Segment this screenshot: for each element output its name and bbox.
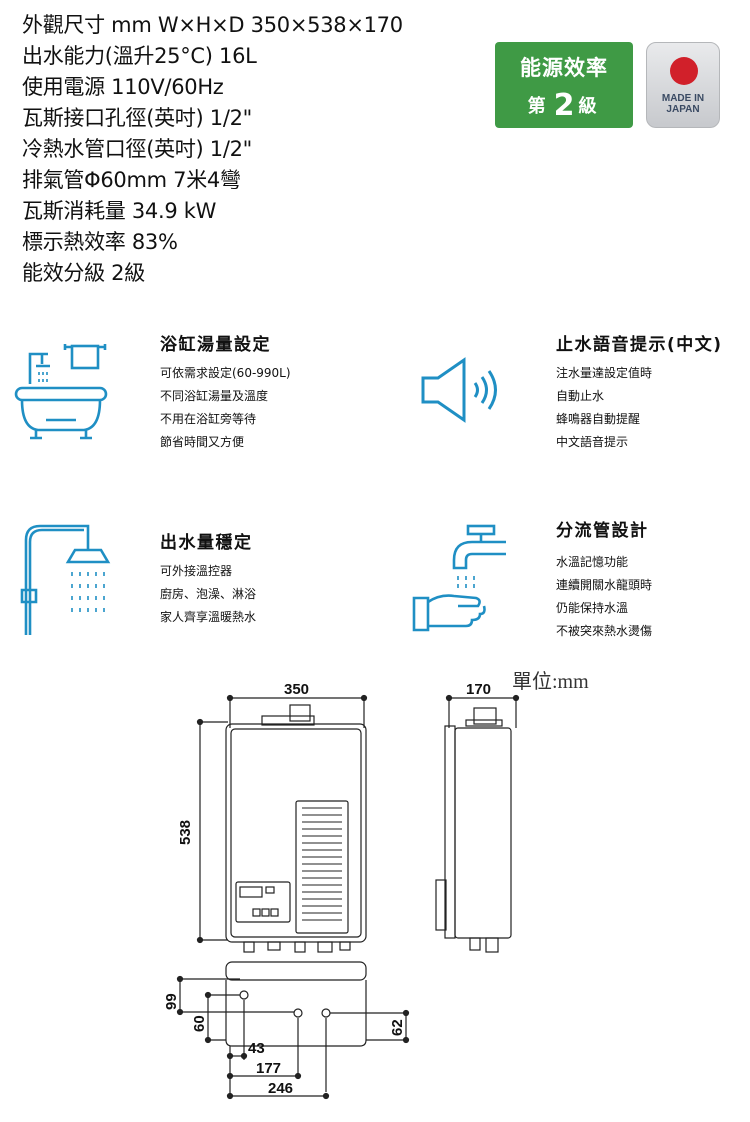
bathtub-icon bbox=[14, 344, 108, 440]
spec-grade: 能效分級 2級 bbox=[22, 261, 145, 285]
feature-line: 不被突來熱水燙傷 bbox=[556, 624, 653, 638]
feature-line: 家人齊享溫暖熱水 bbox=[160, 610, 257, 624]
faucet-hand-icon bbox=[412, 524, 506, 632]
feature-line: 不同浴缸湯量及溫度 bbox=[160, 389, 269, 403]
feature-title-bathtub: 浴缸湯量設定 bbox=[160, 335, 271, 355]
dimension-drawing: 350 170 538 99 60 62 43 177 246 bbox=[163, 681, 520, 1100]
dim-246: 246 bbox=[268, 1080, 293, 1097]
spec-dimensions: 外觀尺寸 mm W×H×D 350×538×170 bbox=[22, 13, 403, 37]
feature-line: 自動止水 bbox=[556, 389, 605, 403]
feature-lines-voice: 注水量達設定值時 自動止水 蜂鳴器自動提醒 中文語音提示 bbox=[556, 362, 652, 454]
dim-60: 60 bbox=[191, 1015, 208, 1032]
spec-efficiency: 標示熱效率 83% bbox=[22, 230, 178, 254]
dim-62: 62 bbox=[389, 1019, 406, 1036]
unit-label: 單位:mm bbox=[512, 671, 589, 693]
feature-line: 廚房、泡澡、淋浴 bbox=[160, 587, 257, 601]
feature-lines-bathtub: 可依需求設定(60-990L) 不同浴缸湯量及溫度 不用在浴缸旁等待 節省時間又… bbox=[160, 362, 291, 454]
made-in-text: MADE IN bbox=[661, 93, 705, 104]
grade-suffix: 級 bbox=[578, 96, 601, 117]
speaker-icon bbox=[421, 357, 497, 423]
feature-line: 中文語音提示 bbox=[556, 435, 629, 449]
feature-line: 連續開關水龍頭時 bbox=[556, 578, 653, 592]
spec-output: 出水能力(溫升25°C) 16L bbox=[22, 44, 257, 68]
made-in-japan-badge: MADE IN JAPAN bbox=[646, 42, 720, 128]
dim-99: 99 bbox=[163, 993, 180, 1010]
feature-title-divider: 分流管設計 bbox=[556, 521, 649, 541]
spec-exhaust: 排氣管Φ60mm 7米4彎 bbox=[22, 168, 241, 192]
feature-line: 可依需求設定(60-990L) bbox=[160, 366, 291, 380]
feature-lines-divider: 水溫記憶功能 連續開關水龍頭時 仍能保持水溫 不被突來熱水燙傷 bbox=[556, 551, 652, 643]
spec-water-pipe: 冷熱水管口徑(英吋) 1/2" bbox=[22, 137, 253, 161]
japan-flag-icon bbox=[670, 57, 698, 85]
feature-line: 水溫記憶功能 bbox=[556, 555, 629, 569]
bottom-view bbox=[176, 961, 410, 1100]
dim-43: 43 bbox=[248, 1040, 265, 1057]
feature-line: 節省時間又方便 bbox=[160, 435, 245, 449]
front-view bbox=[196, 694, 368, 953]
feature-title-flow: 出水量穩定 bbox=[160, 533, 253, 553]
dim-height: 538 bbox=[177, 820, 194, 845]
spec-power: 使用電源 110V/60Hz bbox=[22, 75, 224, 99]
shower-icon bbox=[20, 524, 111, 635]
feature-line: 可外接溫控器 bbox=[160, 564, 233, 578]
feature-line: 注水量達設定值時 bbox=[556, 366, 653, 380]
bottom-fittings bbox=[243, 941, 351, 953]
feature-line: 蜂鳴器自動提醒 bbox=[556, 412, 641, 426]
feature-title-voice: 止水語音提示(中文) bbox=[556, 335, 723, 355]
feature-lines-flow: 可外接溫控器 廚房、泡澡、淋浴 家人齊享溫暖熱水 bbox=[160, 560, 256, 629]
spec-gas-consumption: 瓦斯消耗量 34.9 kW bbox=[22, 199, 217, 223]
dim-depth: 170 bbox=[466, 681, 491, 698]
efficiency-label: 能源效率 bbox=[520, 56, 608, 80]
japan-text: JAPAN bbox=[666, 104, 700, 115]
spec-list: 外觀尺寸 mm W×H×D 350×538×170 出水能力(溫升25°C) 1… bbox=[22, 10, 403, 289]
spec-gas-port: 瓦斯接口孔徑(英吋) 1/2" bbox=[22, 106, 253, 130]
grade-prefix: 第 bbox=[527, 96, 550, 117]
side-view bbox=[435, 694, 520, 953]
feature-line: 不用在浴缸旁等待 bbox=[160, 412, 257, 426]
grade-number: 2 bbox=[553, 88, 575, 123]
dim-width: 350 bbox=[284, 681, 309, 698]
feature-line: 仍能保持水溫 bbox=[556, 601, 629, 615]
dim-177: 177 bbox=[256, 1060, 281, 1077]
